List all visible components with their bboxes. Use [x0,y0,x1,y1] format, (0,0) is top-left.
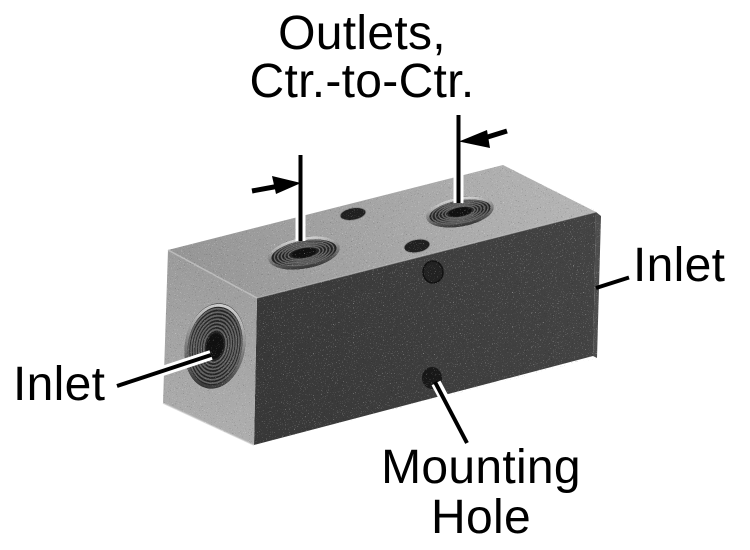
mounting-hole-label-line2: Hole [431,491,531,544]
leader-inlet-left [115,350,213,391]
metal-grain-texture [163,165,601,445]
outlets-label: Outlets, Ctr.-to-Ctr. [202,10,522,106]
mounting-hole-label: Mounting Hole [321,443,641,543]
dim-arrow-left [251,176,301,194]
leader-inlet-right [595,275,630,290]
leader-mounting-hole [431,380,473,446]
dim-arrow-right [459,128,508,148]
callouts [115,115,630,446]
manifold-block [162,165,601,446]
inlet-label-left: Inlet [13,358,106,411]
inlet-label-right: Inlet [633,239,726,292]
outlets-label-line2: Ctr.-to-Ctr. [249,55,475,108]
mounting-hole-label-line1: Mounting [381,441,581,494]
outlets-label-line1: Outlets, [278,7,446,60]
